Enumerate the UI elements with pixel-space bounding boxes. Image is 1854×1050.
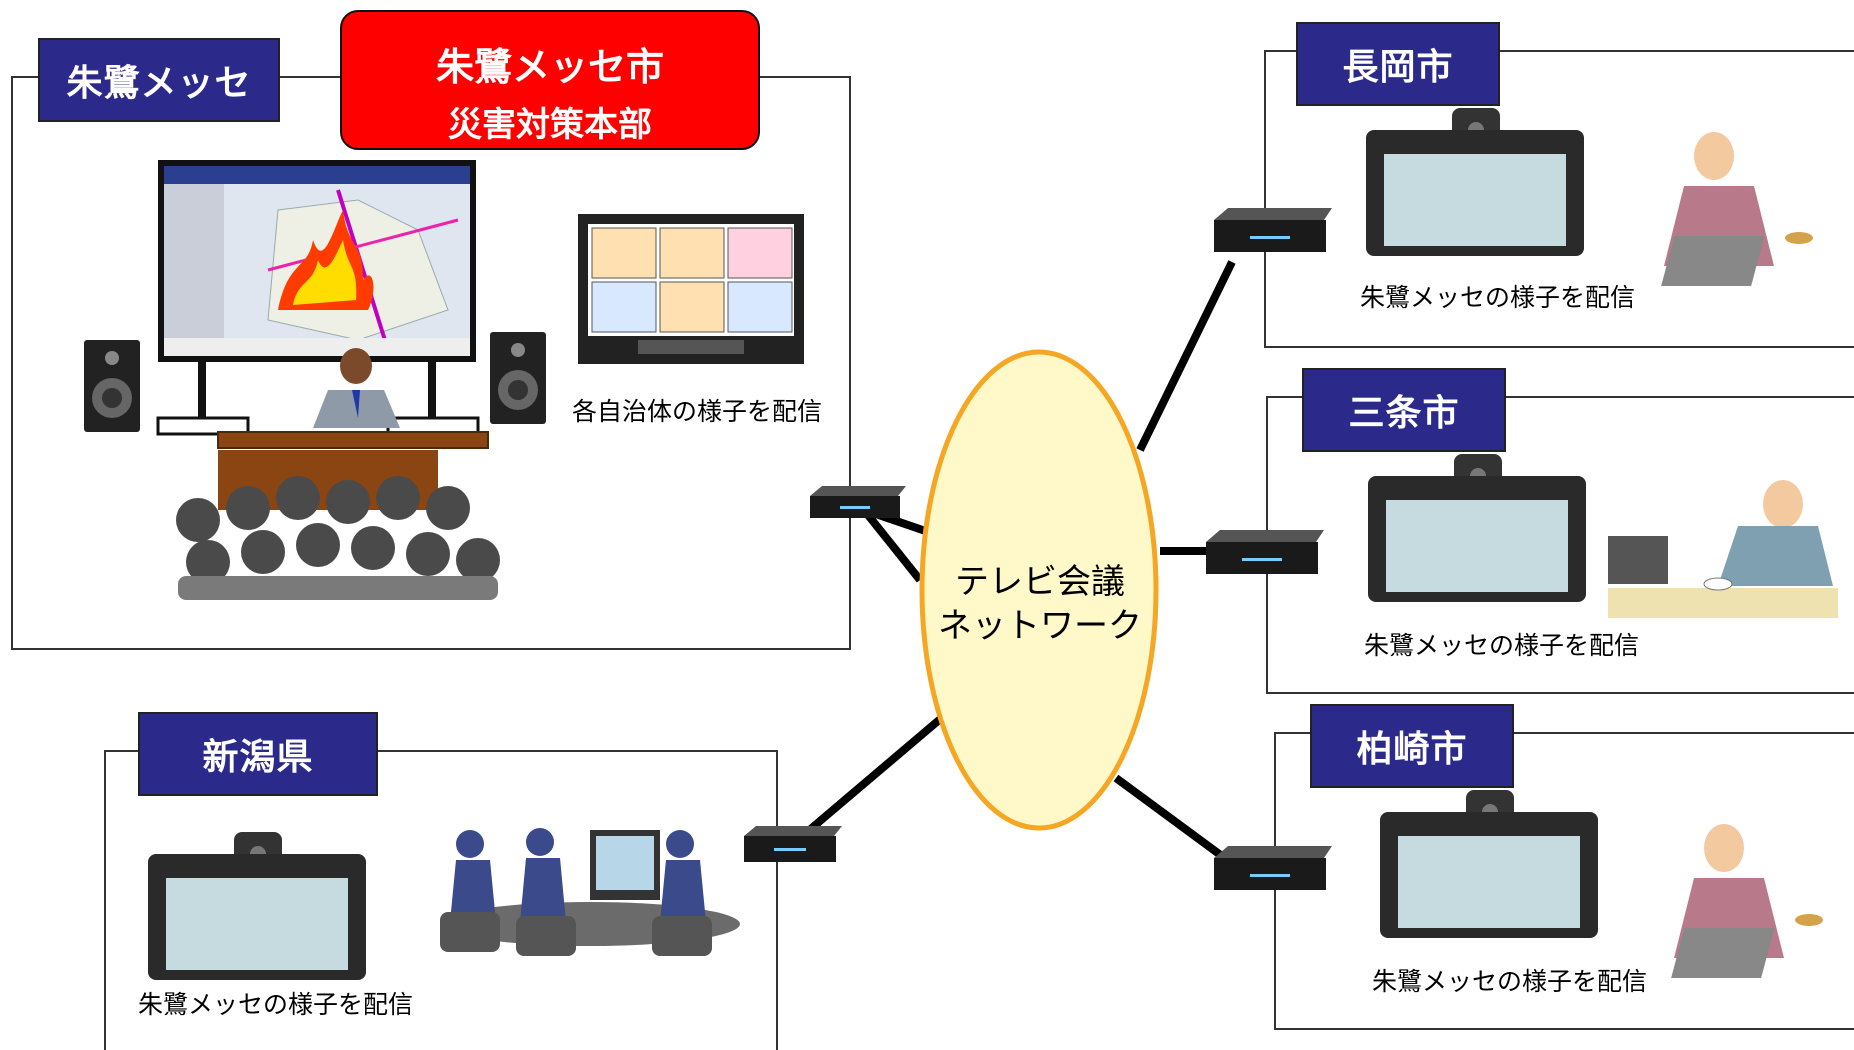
niigata-caption: 朱鷺メッセの様子を配信 [138, 990, 414, 1019]
kashiwazaki-label: 柏崎市 [1310, 704, 1514, 788]
hq-line1: 朱鷺メッセ市 [435, 45, 664, 89]
sanjo-person-icon [1608, 480, 1838, 618]
link-kashiwazaki [1113, 774, 1233, 866]
link-nagaoka [1136, 260, 1236, 452]
network-label: テレビ会議 ネットワーク [925, 560, 1155, 648]
nagaoka-caption: 朱鷺メッセの様子を配信 [1360, 283, 1636, 312]
speaker-right-icon [490, 332, 546, 424]
audience-icon [176, 450, 500, 600]
network-line2: ネットワーク [938, 606, 1142, 646]
nagaoka-videoscreen-icon [1366, 108, 1584, 256]
sanjo-router-icon [1206, 530, 1324, 574]
sanjo-caption: 朱鷺メッセの様子を配信 [1364, 631, 1640, 660]
nagaoka-router-icon [1214, 208, 1332, 252]
network-line1: テレビ会議 [955, 562, 1125, 602]
kashiwazaki-person-icon [1671, 824, 1823, 978]
sanjo-label: 三条市 [1302, 368, 1506, 452]
hq-label: 朱鷺メッセ市 災害対策本部 [340, 10, 760, 150]
presenter-icon [217, 348, 489, 449]
niigata-label: 新潟県 [138, 712, 378, 796]
messe-label: 朱鷺メッセ [38, 38, 280, 122]
hq-line2: 災害対策本部 [448, 105, 652, 145]
multiparty-tv-icon [578, 214, 804, 364]
niigata-router-icon [744, 826, 842, 862]
speaker-left-icon [84, 340, 140, 432]
sanjo-videoscreen-icon [1368, 454, 1586, 602]
nagaoka-label: 長岡市 [1296, 22, 1500, 106]
niigata-videoscreen-icon [148, 832, 366, 980]
messe-label-text: 朱鷺メッセ [66, 63, 252, 104]
messe-router-icon [810, 486, 906, 518]
kashiwazaki-label-text: 柏崎市 [1356, 729, 1468, 770]
nagaoka-person-icon [1661, 132, 1813, 286]
messe-caption: 各自治体の様子を配信 [572, 397, 823, 426]
link-niigata [797, 711, 948, 842]
kashiwazaki-videoscreen-icon [1380, 790, 1598, 938]
kashiwazaki-caption: 朱鷺メッセの様子を配信 [1372, 967, 1648, 996]
nagaoka-label-text: 長岡市 [1342, 47, 1454, 88]
sanjo-label-text: 三条市 [1348, 393, 1460, 434]
niigata-meeting-icon [440, 828, 740, 956]
network-ellipse [919, 349, 1159, 831]
kashiwazaki-router-icon [1214, 846, 1332, 890]
niigata-label-text: 新潟県 [202, 737, 314, 778]
map-display-icon [156, 160, 480, 436]
